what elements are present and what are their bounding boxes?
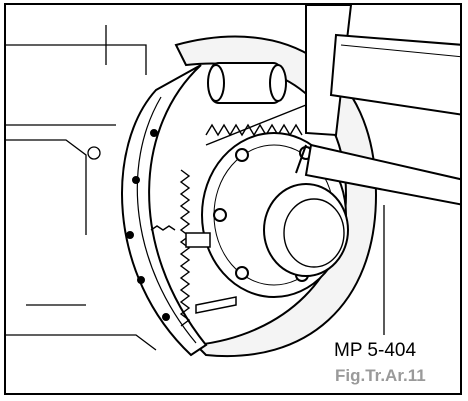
wheel-cylinder bbox=[207, 62, 287, 104]
upper-return-spring bbox=[205, 104, 307, 146]
pry-tool-icon bbox=[295, 143, 460, 335]
figure-frame: MP 5-404 Fig.Tr.Ar.11 bbox=[4, 3, 462, 395]
vehicle-body-outline bbox=[6, 25, 157, 351]
brake-assembly-illustration bbox=[6, 5, 460, 358]
hammer-icon bbox=[305, 5, 460, 137]
lower-spring bbox=[150, 169, 191, 327]
tool-label: MP 5-404 bbox=[332, 340, 419, 362]
brake-shoe-left bbox=[121, 64, 208, 357]
adjuster-bolt bbox=[185, 232, 237, 314]
figure-label: Fig.Tr.Ar.11 bbox=[335, 366, 426, 385]
